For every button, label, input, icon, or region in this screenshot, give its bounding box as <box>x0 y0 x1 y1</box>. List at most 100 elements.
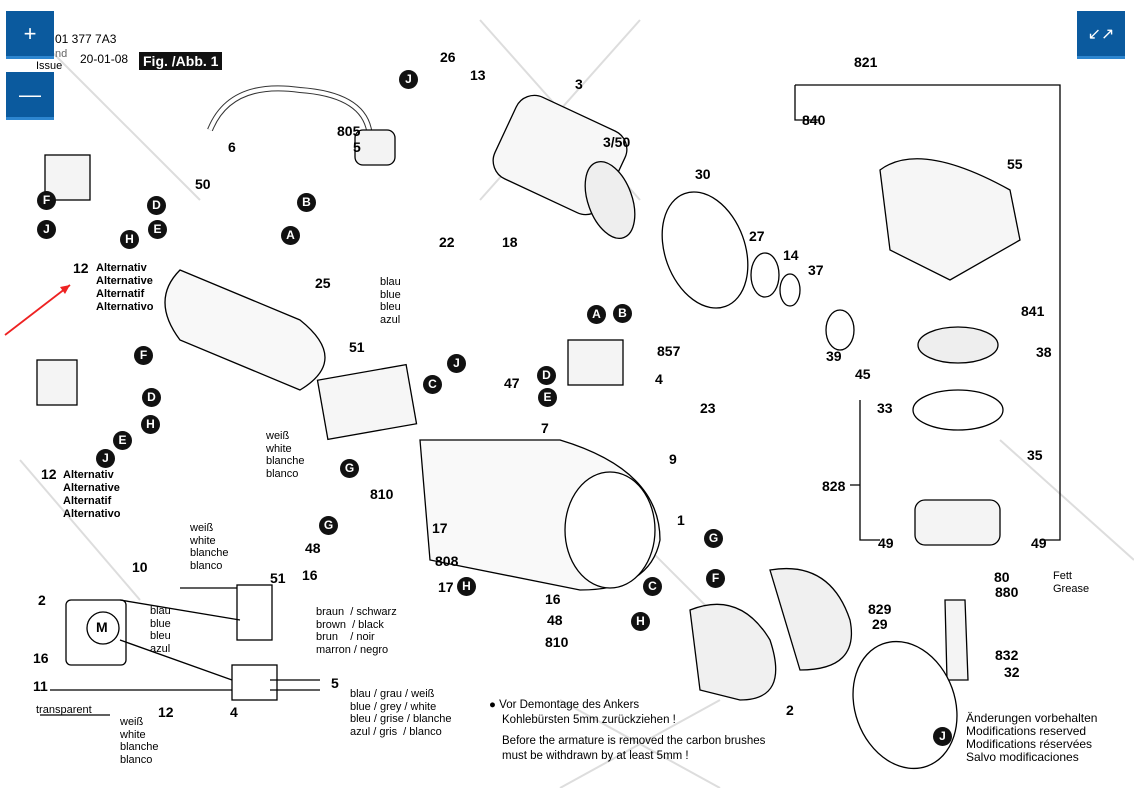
part-number[interactable]: 49 <box>1031 535 1047 551</box>
plus-icon: + <box>23 20 37 46</box>
part-number[interactable]: 828 <box>822 478 846 494</box>
part-number[interactable]: 12 <box>41 466 57 482</box>
part-number[interactable]: 2 <box>38 592 46 608</box>
minus-icon: — <box>19 81 41 107</box>
part-number[interactable]: 829 <box>868 601 892 617</box>
part-number[interactable]: 35 <box>1027 447 1043 463</box>
part-number[interactable]: 12 <box>158 704 174 720</box>
part-number[interactable]: 17 <box>432 520 448 536</box>
part-number[interactable]: 50 <box>195 176 211 192</box>
part-number[interactable]: 13 <box>470 67 486 83</box>
part-number[interactable]: 51 <box>270 570 286 586</box>
connector-marker: G <box>319 516 338 535</box>
part-number[interactable]: 841 <box>1021 303 1045 319</box>
part-number[interactable]: 6 <box>228 139 236 155</box>
part-number[interactable]: 16 <box>302 567 318 583</box>
issue-prefix: nd <box>55 48 68 60</box>
part-number[interactable]: 38 <box>1036 344 1052 360</box>
armature-note: ● Vor Demontage des Ankers Kohlebürsten … <box>489 699 766 762</box>
part-number[interactable]: 47 <box>504 375 520 391</box>
connector-marker: F <box>706 569 725 588</box>
part-number[interactable]: 16 <box>33 650 49 666</box>
connector-marker: E <box>148 220 167 239</box>
part-number[interactable]: 27 <box>749 228 765 244</box>
part-number[interactable]: 5 <box>331 675 339 691</box>
bullet-icon: ● <box>489 699 500 711</box>
part-number[interactable]: 32 <box>1004 664 1020 680</box>
connector-marker: D <box>537 366 556 385</box>
part-number[interactable]: 17 <box>438 579 454 595</box>
part-number[interactable]: 23 <box>700 400 716 416</box>
zoom-out-button[interactable]: — <box>6 72 54 120</box>
part-number[interactable]: 16 <box>545 591 561 607</box>
connector-marker: C <box>643 577 662 596</box>
part-number[interactable]: 22 <box>439 234 455 250</box>
connector-marker: J <box>37 220 56 239</box>
zoom-in-button[interactable]: + <box>6 11 54 59</box>
part-number[interactable]: 4 <box>655 371 663 387</box>
part-number[interactable]: 30 <box>695 166 711 182</box>
part-number[interactable]: 3/50 <box>603 134 631 150</box>
part-number[interactable]: 805 <box>337 123 361 139</box>
connector-marker: F <box>37 191 56 210</box>
wire-color-transparent: transparent <box>36 704 92 716</box>
part-number[interactable]: 821 <box>854 54 878 70</box>
part-number[interactable]: 39 <box>826 348 842 364</box>
part-number[interactable]: 880 <box>995 584 1019 600</box>
part-number[interactable]: 18 <box>502 234 518 250</box>
part-number[interactable]: 80 <box>994 569 1010 585</box>
part-number[interactable]: 45 <box>855 366 871 382</box>
part-number[interactable]: 857 <box>657 343 681 359</box>
part-number[interactable]: 49 <box>878 535 894 551</box>
connector-marker: D <box>142 388 161 407</box>
part-number[interactable]: 29 <box>872 616 888 632</box>
connector-marker: E <box>538 388 557 407</box>
part-number[interactable]: 51 <box>349 339 365 355</box>
part-number[interactable]: 14 <box>783 247 799 263</box>
part-number[interactable]: 26 <box>440 49 456 65</box>
part-number[interactable]: 9 <box>669 451 677 467</box>
connector-marker: J <box>447 354 466 373</box>
connector-marker: H <box>457 577 476 596</box>
part-number[interactable]: 12 <box>73 260 89 276</box>
connector-marker: D <box>147 196 166 215</box>
connector-marker: E <box>113 431 132 450</box>
figure-label: Fig. /Abb. 1 <box>139 52 223 70</box>
connector-marker: G <box>704 529 723 548</box>
part-number[interactable]: 37 <box>808 262 824 278</box>
part-number[interactable]: 33 <box>877 400 893 416</box>
part-number[interactable]: 1 <box>677 512 685 528</box>
part-number[interactable]: 3 <box>575 76 583 92</box>
part-number[interactable]: 808 <box>435 553 459 569</box>
connector-marker: J <box>399 70 418 89</box>
part-number[interactable]: 25 <box>315 275 331 291</box>
part-number[interactable]: 5 <box>353 139 361 155</box>
part-number[interactable]: 7 <box>541 420 549 436</box>
connector-marker: G <box>340 459 359 478</box>
part-number[interactable]: 840 <box>802 112 826 128</box>
part-number[interactable]: 55 <box>1007 156 1023 172</box>
part-number[interactable]: 11 <box>33 678 48 694</box>
part-number[interactable]: 48 <box>547 612 563 628</box>
connector-marker: B <box>613 304 632 323</box>
connector-marker: A <box>587 305 606 324</box>
part-number[interactable]: 10 <box>132 559 148 575</box>
part-number[interactable]: 2 <box>786 702 794 718</box>
collapse-button[interactable]: ↙↗ <box>1077 11 1125 59</box>
part-number[interactable]: 832 <box>995 647 1019 663</box>
part-number[interactable]: 4 <box>230 704 238 720</box>
part-number[interactable]: 810 <box>370 486 394 502</box>
part-number[interactable]: 48 <box>305 540 321 556</box>
part-number[interactable]: 810 <box>545 634 569 650</box>
connector-marker: C <box>423 375 442 394</box>
